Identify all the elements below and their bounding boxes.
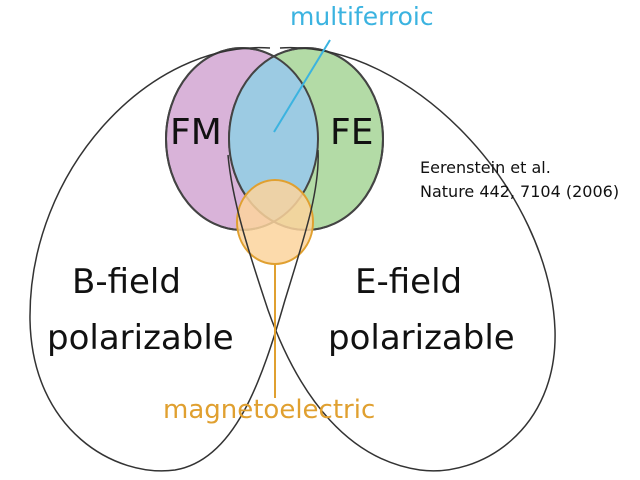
multiferroic-label: multiferroic [290, 2, 434, 31]
b-field-label-line2: polarizable [47, 318, 234, 358]
e-field-label-line2: polarizable [328, 318, 515, 358]
b-field-loop [29, 47, 319, 472]
fe-label: FE [330, 112, 374, 153]
b-field-label-line1: B-field [72, 262, 181, 302]
citation-line1: Eerenstein et al. [420, 158, 551, 177]
fm-label: FM [170, 112, 222, 153]
e-field-loop [227, 47, 556, 472]
citation-line2: Nature 442, 7104 (2006) [420, 182, 620, 201]
e-field-label-line1: E-field [355, 262, 463, 302]
multiferroic-pointer [273, 39, 331, 133]
magnetoelectric-label: magnetoelectric [163, 395, 376, 425]
